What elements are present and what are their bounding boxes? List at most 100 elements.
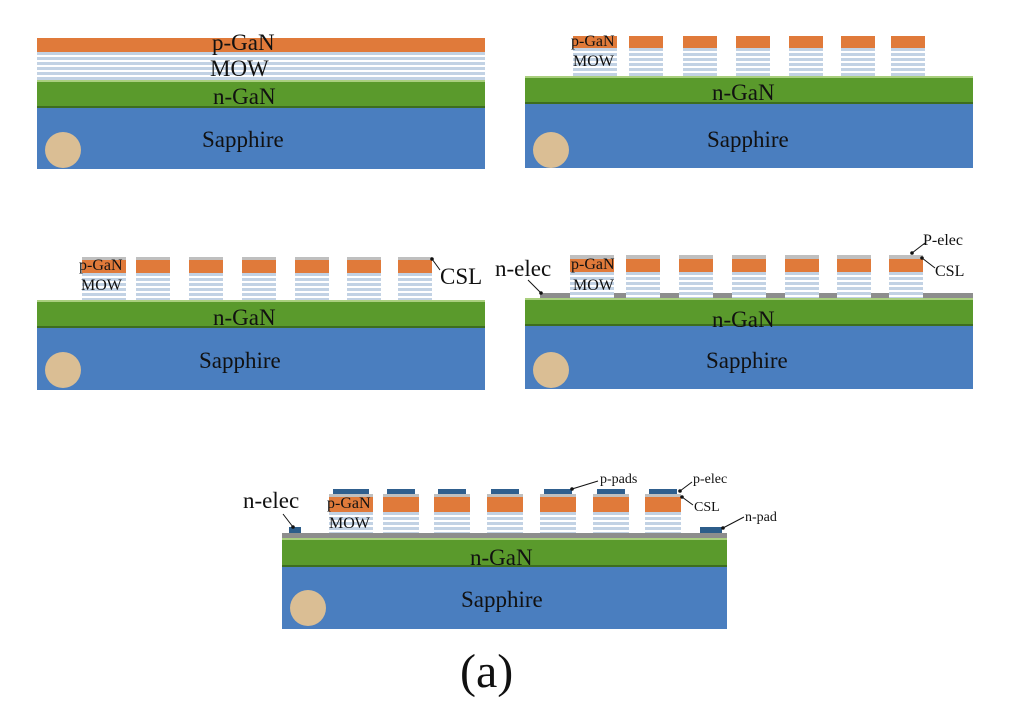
p-pads-leader [571,480,599,490]
csl-layer [82,257,126,260]
sapphire-label: Sapphire [199,348,281,373]
n-elec-contact [289,527,301,533]
n-elec-leader [527,279,542,294]
mesa-p-gan [540,497,576,512]
sapphire-label: Sapphire [461,587,543,612]
mesa-p-gan [573,36,617,48]
n-gan-label: n-GaN [470,545,533,570]
n-elec-leader-5 [282,513,294,528]
p-pads-leader-dot [570,487,574,491]
csl-leader-4 [921,257,936,269]
csl-layer [732,255,766,259]
mesa-mqw [434,512,470,533]
n-elec-leader-dot [539,291,543,295]
p-pad [491,489,519,494]
mesa-p-gan [570,259,614,272]
sapphire-label: Sapphire [706,348,788,373]
mesa-mqw [837,272,871,298]
n-electrode-layer [282,533,727,538]
csl-label: CSL [694,500,720,515]
n-pad [700,527,722,533]
sapphire-substrate [37,107,485,169]
csl-layer [626,255,660,259]
csl-layer [785,255,819,259]
p-gan-label: p-GaN [212,30,275,55]
step-marker [45,352,81,388]
mesa-p-gan [645,497,681,512]
p-gan-label: p-GaN [79,257,123,274]
mesa-p-gan [82,260,126,273]
mqw-label: MOW [210,56,269,81]
p-pad [649,489,677,494]
mesa-p-gan [593,497,629,512]
mesa-p-gan [189,260,223,273]
mesa-p-gan [736,36,770,48]
mesa-mqw [540,512,576,533]
mesa-p-gan [383,497,419,512]
n-elec-leader-5-dot [291,525,295,529]
mesa-mqw [679,272,713,298]
csl-layer [679,255,713,259]
mqw-layer [37,52,485,80]
mesa-mqw [683,48,717,76]
p-pad [333,489,369,494]
mqw-label: MOW [573,53,614,70]
p-gan-label: p-GaN [571,256,615,273]
csl-layer [189,257,223,260]
csl-layer [434,494,470,497]
n-elec-label: n-elec [243,488,300,513]
csl-leader-4-dot [920,256,924,260]
csl-layer [645,494,681,497]
csl-layer [295,257,329,260]
n-gan-label: n-GaN [712,307,775,332]
p-pad [387,489,415,494]
mesa-mqw [383,512,419,533]
mesa-mqw [629,48,663,76]
csl-layer [889,255,923,259]
figure-caption: (a) [460,645,514,698]
sapphire-label: Sapphire [707,127,789,152]
step-marker [290,590,326,626]
csl-layer [398,257,432,260]
mesa-mqw [732,272,766,298]
step-marker [533,132,569,168]
mesa-mqw [487,512,523,533]
mesa-p-gan [329,497,373,512]
mesa-mqw [593,512,629,533]
csl-layer [837,255,871,259]
p-gan-layer [37,38,485,52]
mesa-mqw [789,48,823,76]
mesa-p-gan [487,497,523,512]
mesa-p-gan [889,259,923,272]
mesa-p-gan [347,260,381,273]
mesa-mqw [626,272,660,298]
n-gan-label: n-GaN [213,84,276,109]
p-gan-label: p-GaN [571,33,615,50]
mesa-mqw [573,48,617,76]
mesa-mqw [329,512,373,533]
mesa-p-gan [136,260,170,273]
p-pad [438,489,466,494]
mesa-mqw [891,48,925,76]
sapphire-substrate [525,326,973,389]
mesa-mqw [82,273,126,300]
csl-layer [540,494,576,497]
mesa-mqw [736,48,770,76]
mqw-label: MOW [329,515,370,532]
step-marker [45,132,81,168]
mesa-p-gan [242,260,276,273]
mesa-mqw [189,273,223,300]
mesa-p-gan [785,259,819,272]
p-elec-leader [911,242,926,254]
n-gan-layer [37,300,485,328]
csl-layer [136,257,170,260]
n-gan-label: n-GaN [213,305,276,330]
mesa-mqw [645,512,681,533]
csl-layer [487,494,523,497]
p-pad [544,489,572,494]
csl-leader [431,258,441,271]
n-pad-leader-dot [721,526,725,530]
mesa-p-gan [837,259,871,272]
mesa-p-gan [295,260,329,273]
